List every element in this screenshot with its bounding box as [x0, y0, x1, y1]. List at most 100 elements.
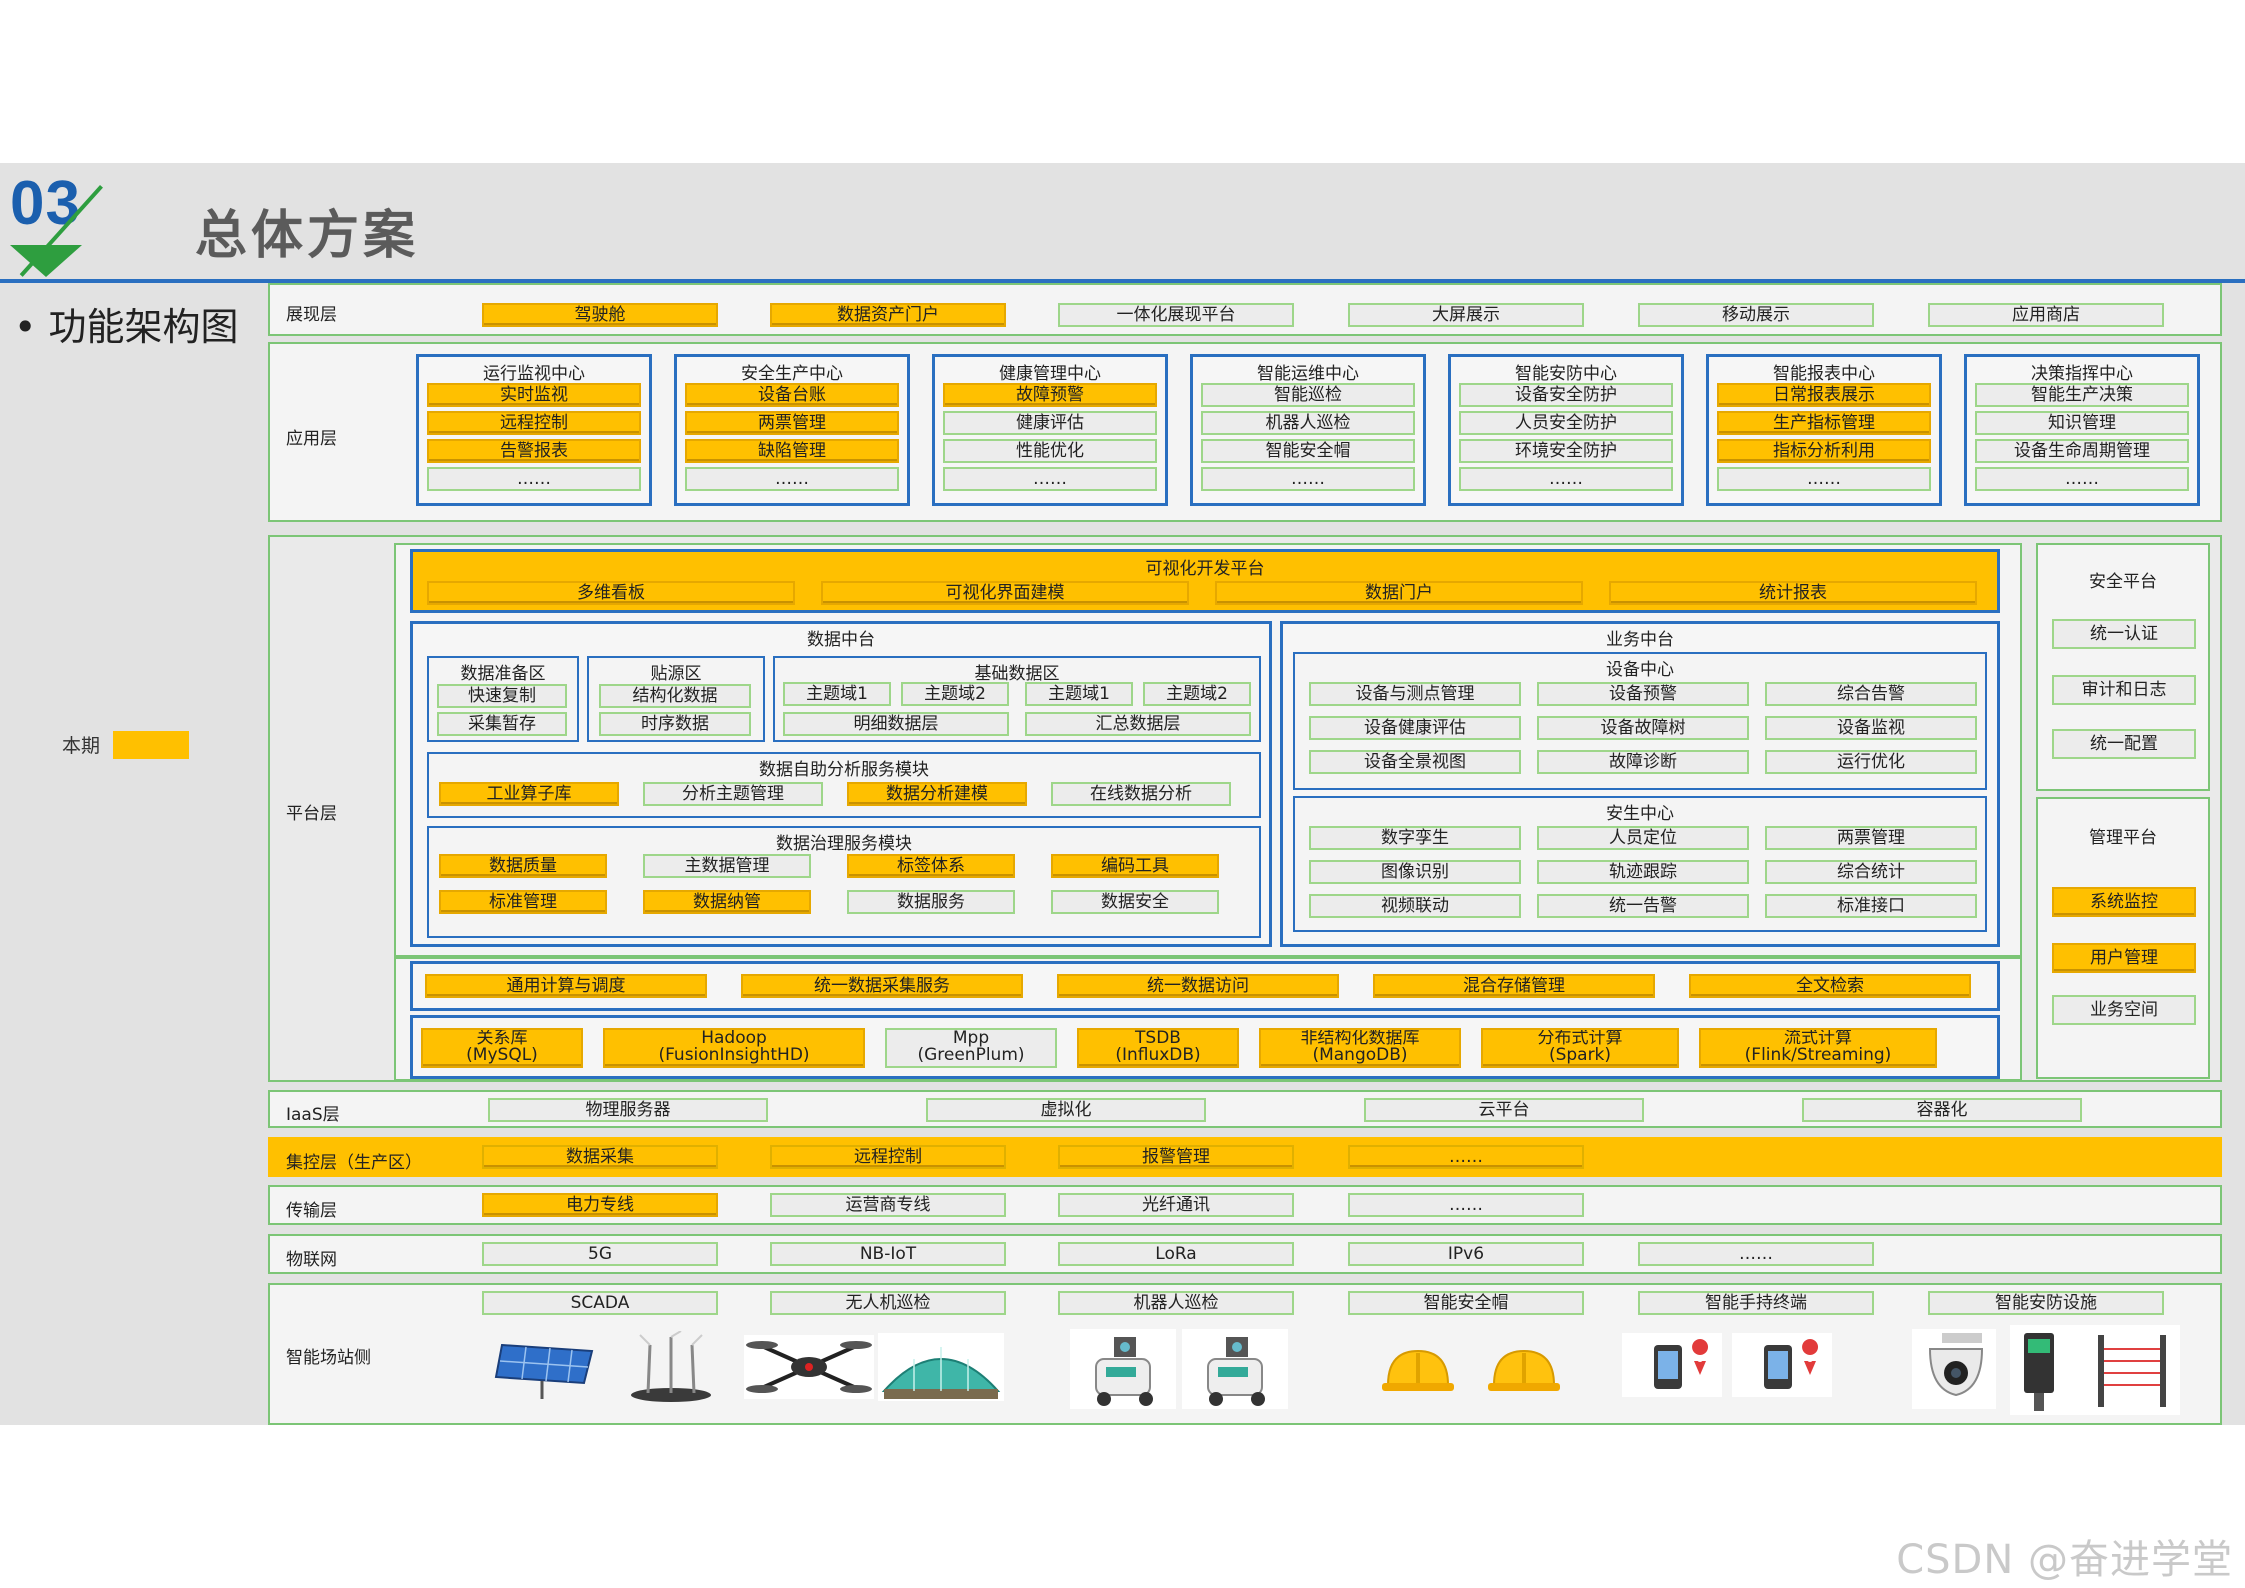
app-center-item[interactable]: 性能优化	[943, 439, 1157, 463]
iaas-item[interactable]: 虚拟化	[926, 1098, 1206, 1122]
iot-item[interactable]: NB-IoT	[770, 1242, 1006, 1266]
governance-item[interactable]: 数据服务	[847, 890, 1015, 914]
station-item[interactable]: 智能安防设施	[1928, 1291, 2164, 1315]
management-item[interactable]: 业务空间	[2052, 995, 2196, 1025]
layer-item[interactable]: 应用商店	[1928, 303, 2164, 327]
management-item[interactable]: 系统监控	[2052, 887, 2196, 917]
control-item[interactable]: ……	[1348, 1145, 1584, 1169]
control-item[interactable]: 数据采集	[482, 1145, 718, 1169]
governance-item[interactable]: 数据安全	[1051, 890, 1219, 914]
storage-item[interactable]: Hadoop(FusionInsightHD)	[603, 1028, 865, 1068]
domain-item[interactable]: 主题域2	[901, 682, 1009, 706]
iot-item[interactable]: IPv6	[1348, 1242, 1584, 1266]
safety-item[interactable]: 数字孪生	[1309, 826, 1521, 850]
storage-item[interactable]: 关系库(MySQL)	[421, 1028, 583, 1068]
station-item[interactable]: 机器人巡检	[1058, 1291, 1294, 1315]
iot-item[interactable]: 5G	[482, 1242, 718, 1266]
layer-item[interactable]: 大屏展示	[1348, 303, 1584, 327]
equipment-item[interactable]: 设备全景视图	[1309, 750, 1521, 774]
app-center-item[interactable]: 设备安全防护	[1459, 383, 1673, 407]
governance-item[interactable]: 数据纳管	[643, 890, 811, 914]
visual-item[interactable]: 统计报表	[1609, 581, 1977, 605]
layer-item[interactable]: 移动展示	[1638, 303, 1874, 327]
app-center-item[interactable]: ……	[943, 467, 1157, 491]
app-center-item[interactable]: ……	[1459, 467, 1673, 491]
service-item[interactable]: 通用计算与调度	[425, 974, 707, 998]
storage-item[interactable]: 非结构化数据库(MangoDB)	[1259, 1028, 1461, 1068]
storage-item[interactable]: TSDB(InfluxDB)	[1077, 1028, 1239, 1068]
layer-data-item[interactable]: 汇总数据层	[1025, 712, 1251, 736]
safety-item[interactable]: 综合统计	[1765, 860, 1977, 884]
safety-item[interactable]: 标准接口	[1765, 894, 1977, 918]
governance-item[interactable]: 主数据管理	[643, 854, 811, 878]
visual-item[interactable]: 可视化界面建模	[821, 581, 1189, 605]
service-item[interactable]: 统一数据采集服务	[741, 974, 1023, 998]
station-item[interactable]: 智能安全帽	[1348, 1291, 1584, 1315]
transport-item[interactable]: 光纤通讯	[1058, 1193, 1294, 1217]
equipment-item[interactable]: 设备与测点管理	[1309, 682, 1521, 706]
management-item[interactable]: 用户管理	[2052, 943, 2196, 973]
governance-item[interactable]: 标准管理	[439, 890, 607, 914]
equipment-item[interactable]: 运行优化	[1765, 750, 1977, 774]
security-item[interactable]: 审计和日志	[2052, 675, 2196, 705]
equipment-item[interactable]: 设备监视	[1765, 716, 1977, 740]
equipment-item[interactable]: 设备健康评估	[1309, 716, 1521, 740]
storage-item[interactable]: Mpp(GreenPlum)	[885, 1028, 1057, 1068]
analysis-item[interactable]: 分析主题管理	[643, 782, 823, 806]
governance-item[interactable]: 数据质量	[439, 854, 607, 878]
governance-item[interactable]: 标签体系	[847, 854, 1015, 878]
storage-item[interactable]: 流式计算(Flink/Streaming)	[1699, 1028, 1937, 1068]
app-center-item[interactable]: ……	[685, 467, 899, 491]
transport-item[interactable]: 电力专线	[482, 1193, 718, 1217]
equipment-item[interactable]: 设备预警	[1537, 682, 1749, 706]
app-center-item[interactable]: 设备台账	[685, 383, 899, 407]
source-item[interactable]: 时序数据	[599, 712, 751, 736]
app-center-item[interactable]: 生产指标管理	[1717, 411, 1931, 435]
visual-item[interactable]: 多维看板	[427, 581, 795, 605]
equipment-item[interactable]: 综合告警	[1765, 682, 1977, 706]
safety-item[interactable]: 两票管理	[1765, 826, 1977, 850]
domain-item[interactable]: 主题域1	[783, 682, 891, 706]
app-center-item[interactable]: ……	[427, 467, 641, 491]
layer-item[interactable]: 数据资产门户	[770, 303, 1006, 327]
visual-item[interactable]: 数据门户	[1215, 581, 1583, 605]
service-item[interactable]: 混合存储管理	[1373, 974, 1655, 998]
security-item[interactable]: 统一认证	[2052, 619, 2196, 649]
app-center-item[interactable]: 智能巡检	[1201, 383, 1415, 407]
storage-item[interactable]: 分布式计算(Spark)	[1481, 1028, 1679, 1068]
service-item[interactable]: 统一数据访问	[1057, 974, 1339, 998]
app-center-item[interactable]: 指标分析利用	[1717, 439, 1931, 463]
app-center-item[interactable]: 缺陷管理	[685, 439, 899, 463]
station-item[interactable]: 智能手持终端	[1638, 1291, 1874, 1315]
control-item[interactable]: 报警管理	[1058, 1145, 1294, 1169]
analysis-item[interactable]: 工业算子库	[439, 782, 619, 806]
safety-item[interactable]: 视频联动	[1309, 894, 1521, 918]
iaas-item[interactable]: 物理服务器	[488, 1098, 768, 1122]
analysis-item[interactable]: 在线数据分析	[1051, 782, 1231, 806]
app-center-item[interactable]: 机器人巡检	[1201, 411, 1415, 435]
transport-item[interactable]: 运营商专线	[770, 1193, 1006, 1217]
safety-item[interactable]: 统一告警	[1537, 894, 1749, 918]
equipment-item[interactable]: 故障诊断	[1537, 750, 1749, 774]
equipment-item[interactable]: 设备故障树	[1537, 716, 1749, 740]
transport-item[interactable]: ……	[1348, 1193, 1584, 1217]
app-center-item[interactable]: 智能安全帽	[1201, 439, 1415, 463]
prep-item[interactable]: 采集暂存	[437, 712, 567, 736]
app-center-item[interactable]: 实时监视	[427, 383, 641, 407]
governance-item[interactable]: 编码工具	[1051, 854, 1219, 878]
service-item[interactable]: 全文检索	[1689, 974, 1971, 998]
layer-item[interactable]: 驾驶舱	[482, 303, 718, 327]
safety-item[interactable]: 图像识别	[1309, 860, 1521, 884]
security-item[interactable]: 统一配置	[2052, 729, 2196, 759]
app-center-item[interactable]: 知识管理	[1975, 411, 2189, 435]
app-center-item[interactable]: 人员安全防护	[1459, 411, 1673, 435]
iaas-item[interactable]: 容器化	[1802, 1098, 2082, 1122]
station-item[interactable]: 无人机巡检	[770, 1291, 1006, 1315]
iot-item[interactable]: ……	[1638, 1242, 1874, 1266]
app-center-item[interactable]: ……	[1975, 467, 2189, 491]
iot-item[interactable]: LoRa	[1058, 1242, 1294, 1266]
layer-item[interactable]: 一体化展现平台	[1058, 303, 1294, 327]
app-center-item[interactable]: 环境安全防护	[1459, 439, 1673, 463]
app-center-item[interactable]: 智能生产决策	[1975, 383, 2189, 407]
app-center-item[interactable]: 两票管理	[685, 411, 899, 435]
